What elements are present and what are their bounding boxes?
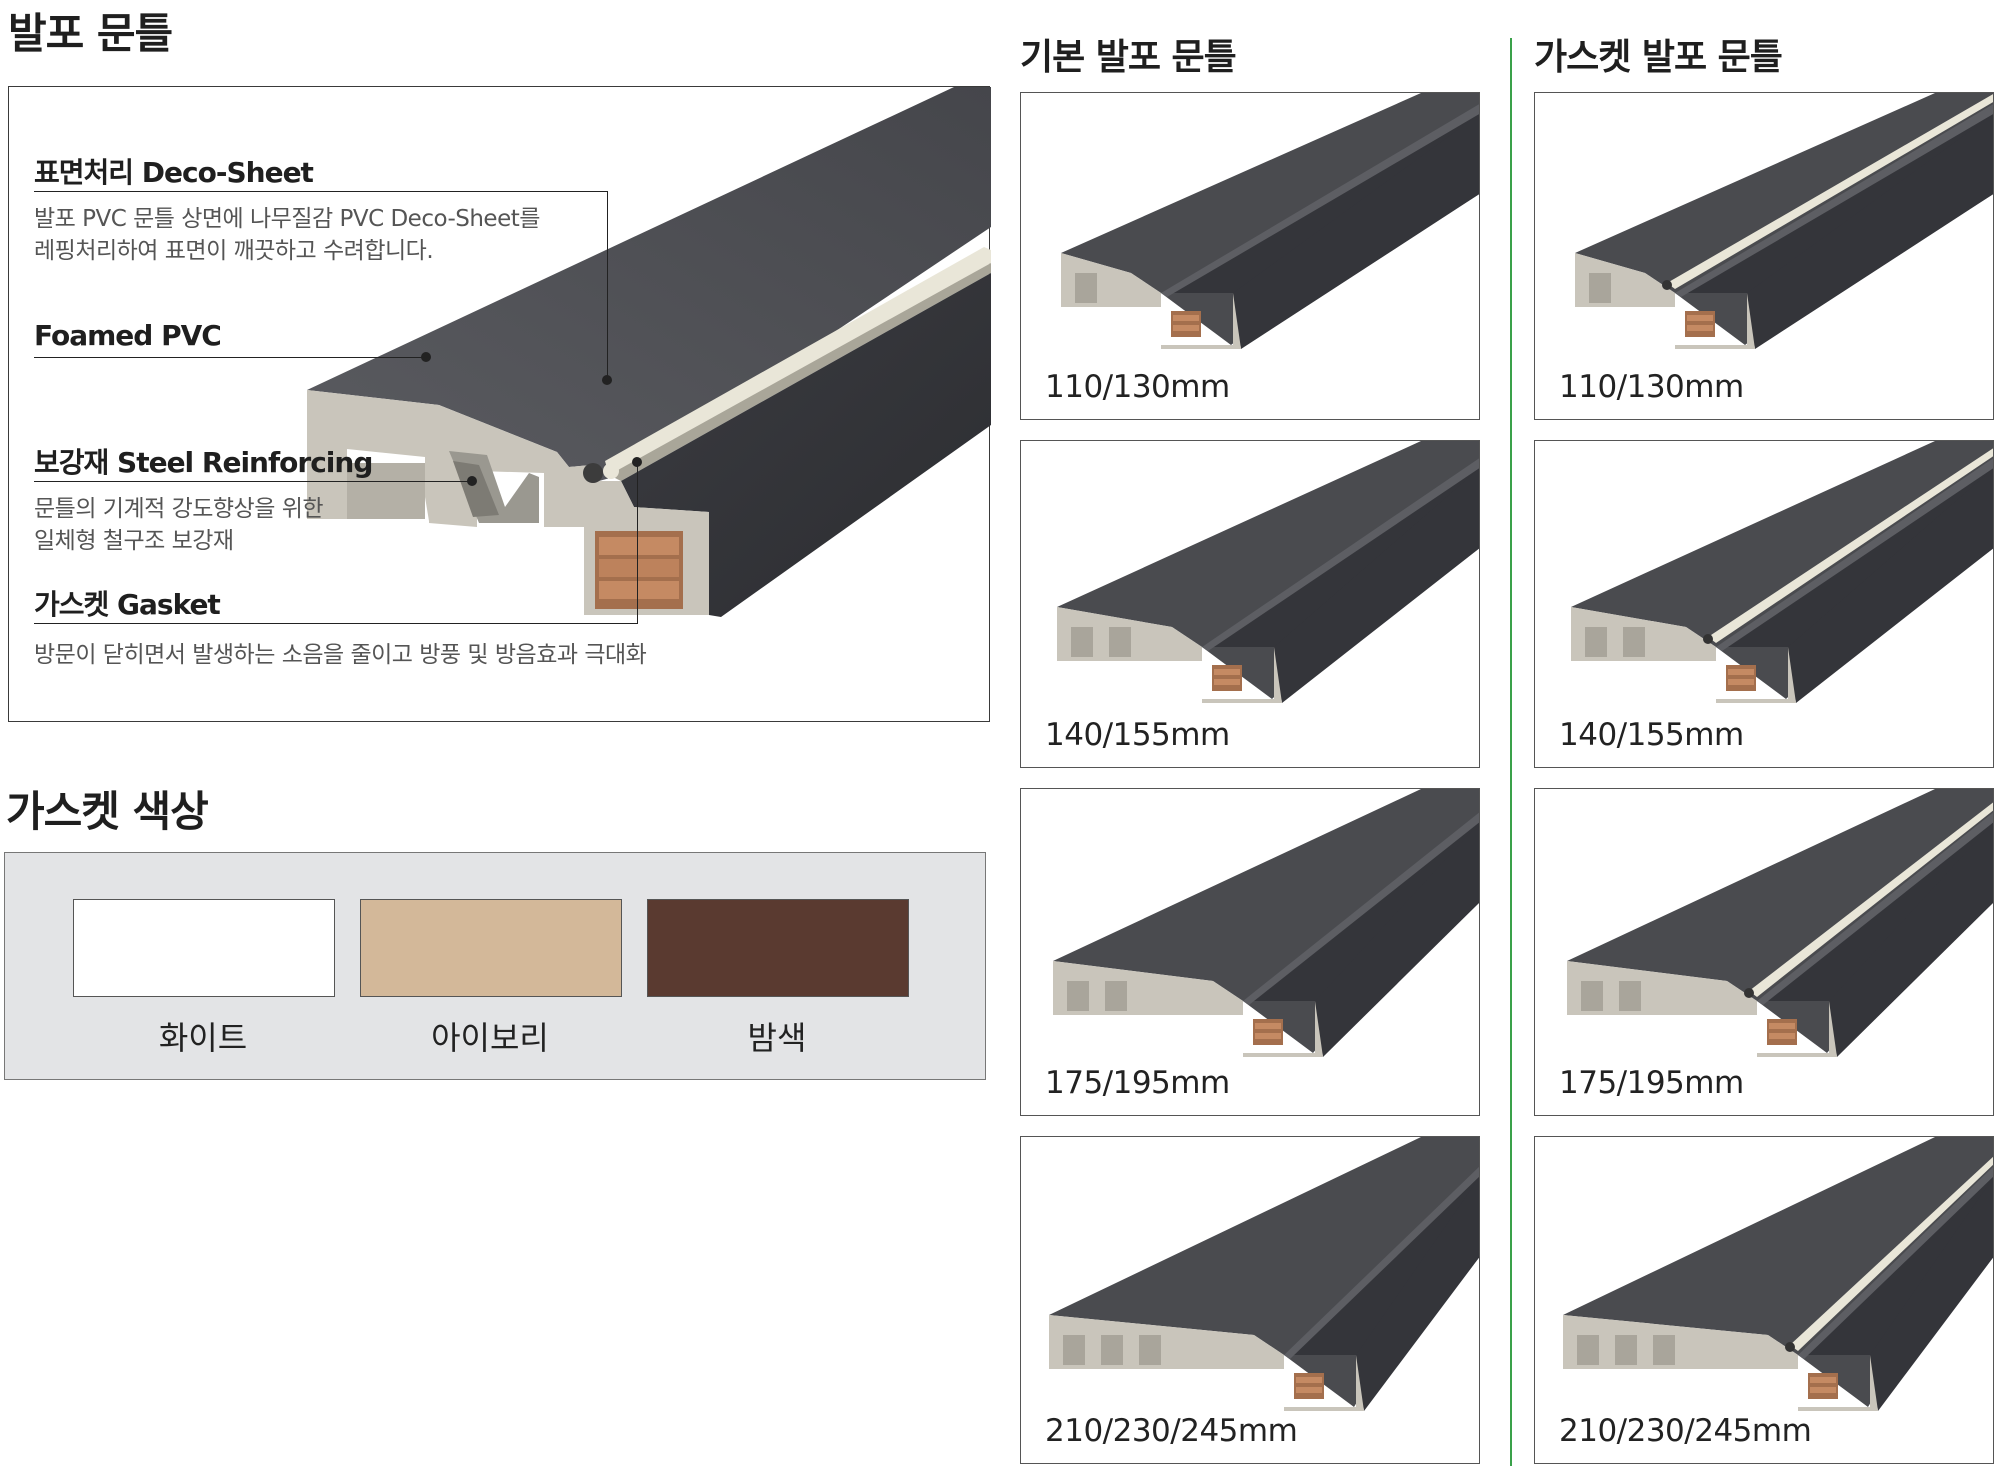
feature-steel-title: 보강재 Steel Reinforcing	[34, 446, 373, 479]
leader-dot	[632, 457, 642, 467]
desc-line: 발포 PVC 문틀 상면에 나무질감 PVC Deco-Sheet를	[34, 206, 540, 232]
frame-profile-drawing	[1061, 93, 1479, 349]
gasket-colors-panel: 화이트 아이보리 밤색	[4, 852, 986, 1080]
size-label: 210/230/245mm	[1045, 1413, 1298, 1449]
leader-dot	[421, 352, 431, 362]
swatch-label: 밤색	[747, 1019, 807, 1057]
frame-profile-drawing	[1057, 441, 1479, 703]
variant-card: 175/195mm	[1020, 788, 1480, 1116]
size-label: 140/155mm	[1559, 717, 1744, 753]
size-label: 175/195mm	[1559, 1065, 1744, 1101]
swatch-chestnut	[647, 899, 909, 997]
frame-profile-drawing	[1575, 93, 1993, 349]
leader-line	[637, 462, 638, 623]
variant-card: 175/195mm	[1534, 788, 1994, 1116]
leader-line	[34, 481, 474, 482]
frame-profile-drawing	[1053, 789, 1479, 1057]
feature-gasket-desc: 방문이 닫히면서 발생하는 소음을 줄이고 방풍 및 방음효과 극대화	[34, 639, 647, 671]
main-profile-panel: 표면처리 Deco-Sheet 발포 PVC 문틀 상면에 나무질감 PVC D…	[8, 86, 991, 722]
feature-foamed-pvc-title: Foamed PVC	[34, 319, 222, 352]
size-label: 110/130mm	[1045, 369, 1230, 405]
frame-profile-drawing	[1567, 789, 1993, 1057]
swatch-label: 아이보리	[431, 1019, 549, 1057]
variant-card: 110/130mm	[1020, 92, 1480, 420]
leader-line	[34, 191, 608, 192]
column-title-gasket: 가스켓 발포 문틀	[1534, 37, 1783, 78]
size-label: 140/155mm	[1045, 717, 1230, 753]
leader-line	[34, 623, 638, 624]
column-title-basic: 기본 발포 문틀	[1020, 37, 1237, 78]
size-label: 210/230/245mm	[1559, 1413, 1812, 1449]
variant-card: 210/230/245mm	[1534, 1136, 1994, 1464]
foamed-frame-illustration	[307, 87, 991, 617]
variant-card: 210/230/245mm	[1020, 1136, 1480, 1464]
feature-steel-desc: 문틀의 기계적 강도향상을 위한 일체형 철구조 보강재	[34, 493, 324, 557]
column-divider	[1510, 38, 1512, 1466]
variant-card: 140/155mm	[1020, 440, 1480, 768]
desc-line: 일체형 철구조 보강재	[34, 528, 234, 554]
feature-gasket-title: 가스켓 Gasket	[34, 588, 221, 621]
leader-line	[607, 191, 608, 381]
frame-profile-drawing	[1563, 1137, 1993, 1411]
page-title: 발포 문틀	[8, 9, 173, 58]
frame-profile-drawing	[1049, 1137, 1479, 1411]
swatch-label: 화이트	[158, 1019, 248, 1057]
desc-line: 방문이 닫히면서 발생하는 소음을 줄이고 방풍 및 방음효과 극대화	[34, 642, 647, 668]
gasket-colors-title: 가스켓 색상	[6, 787, 209, 836]
leader-dot	[602, 375, 612, 385]
leader-line	[34, 357, 429, 358]
size-label: 110/130mm	[1559, 369, 1744, 405]
variant-card: 110/130mm	[1534, 92, 1994, 420]
desc-line: 문틀의 기계적 강도향상을 위한	[34, 496, 324, 522]
size-label: 175/195mm	[1045, 1065, 1230, 1101]
feature-deco-sheet-title: 표면처리 Deco-Sheet	[34, 156, 314, 189]
frame-profile-drawing	[1571, 441, 1993, 703]
swatch-ivory	[360, 899, 622, 997]
feature-deco-sheet-desc: 발포 PVC 문틀 상면에 나무질감 PVC Deco-Sheet를 레핑처리하…	[34, 203, 540, 267]
leader-dot	[467, 476, 477, 486]
desc-line: 레핑처리하여 표면이 깨끗하고 수려합니다.	[34, 238, 434, 264]
variant-card: 140/155mm	[1534, 440, 1994, 768]
swatch-white	[73, 899, 335, 997]
